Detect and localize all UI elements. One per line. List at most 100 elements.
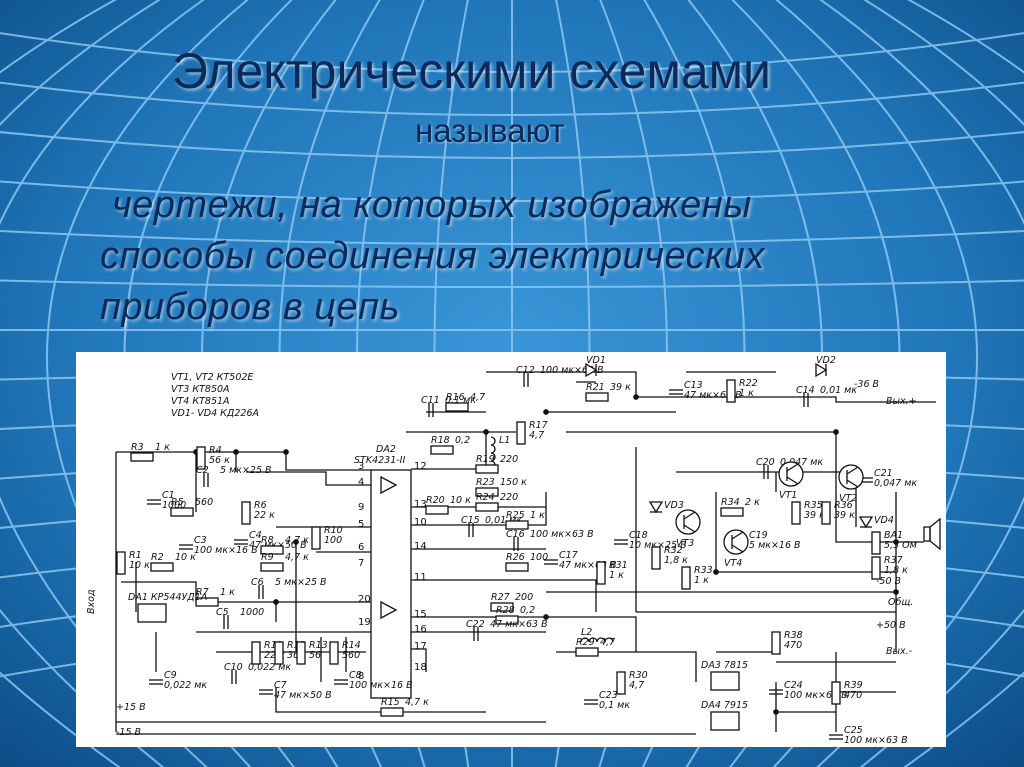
component-value: 4,7 (470, 392, 485, 403)
transistor-label: VT1 (779, 490, 797, 501)
component-name: R22 (739, 378, 758, 389)
component-value: 39 к (804, 510, 825, 521)
component-name: R17 (529, 420, 548, 431)
component-value: 10 к (450, 495, 471, 506)
component-name: R13 (309, 640, 328, 651)
component-value: 1000 (162, 500, 186, 511)
chip-pin-label: 16 (414, 624, 427, 635)
legend-line-4: VD1- VD4 КД226А (171, 408, 259, 419)
component-name: C13 (684, 380, 703, 391)
opamp-symbol-lower (380, 600, 398, 620)
component-value: 1 к (530, 510, 545, 521)
component-name: R7 (196, 587, 209, 598)
chip-pin-label: 11 (414, 572, 427, 583)
legend-line-3: VT4 КТ851А (171, 396, 230, 407)
component-name: R32 (664, 545, 683, 556)
component-value: 0,022 мк (248, 662, 291, 673)
component-value: 100 (530, 552, 548, 563)
component-value: 56 к (209, 455, 230, 466)
component-value: 100 (324, 535, 342, 546)
component-value: 1 к (739, 388, 754, 399)
component-name: R36 (834, 500, 853, 511)
component-name: R19 (476, 454, 495, 465)
component-l1: L1 (490, 435, 510, 470)
opamp-symbol-upper (380, 475, 398, 495)
component-value: 0,047 мк (874, 478, 917, 489)
chip-pin-label: 10 (414, 517, 427, 528)
component-name: R21 (586, 382, 605, 393)
chip-da2-name: DA2 (376, 444, 396, 455)
component-value: 1 к (220, 587, 235, 598)
component-name: R8 (261, 535, 274, 546)
chip-pin-label: 4 (358, 477, 364, 488)
component-value: 200 (515, 592, 533, 603)
chip-pin-label: 20 (358, 594, 371, 605)
component-name: BA1 (884, 530, 903, 541)
component-name: R3 (131, 442, 144, 453)
chip-da2-model: STK4231-II (354, 455, 405, 466)
component-value: 100 мк×63 В (844, 735, 908, 746)
chip-pin-label: 8 (358, 671, 364, 682)
component-value: 0,2 (520, 605, 535, 616)
component-value: 4,7 (529, 430, 544, 441)
component-value: 1 к (609, 570, 624, 581)
component-name: R27 (491, 592, 510, 603)
rail-plus50: +50 В (876, 620, 906, 631)
component-name: R23 (476, 477, 495, 488)
page-title: Электрическими схемами (172, 43, 771, 99)
chip-pin-label: 13 (414, 499, 427, 510)
transistor-vt4: VT4 (723, 529, 749, 569)
component-name: C14 (796, 385, 815, 396)
component-name: R33 (694, 565, 713, 576)
component-name: C11 (421, 395, 440, 406)
component-value: 36 (287, 650, 299, 661)
component-name: R34 (721, 497, 740, 508)
component-value: 0,2 (455, 435, 470, 446)
component-vd1: VD1 (585, 355, 606, 378)
component-value: 10 мк×25 В (629, 540, 687, 551)
chip-da4: DA4 7915 (701, 700, 748, 731)
chip-pin-label: 18 (414, 662, 427, 673)
chip-pin-label: 12 (414, 461, 427, 472)
component-name: R38 (784, 630, 803, 641)
component-value: 4,7 (629, 680, 644, 691)
component-name: VD4 (874, 515, 894, 526)
component-name: R5 (171, 497, 184, 508)
component-name: R30 (629, 670, 648, 681)
component-name: R25 (506, 510, 525, 521)
circuit-schematic: VT1, VT2 КТ502Е VT3 КТ850А VT4 КТ851А VD… (76, 352, 946, 747)
component-name: C24 (784, 680, 803, 691)
transistor-label: VT4 (724, 558, 742, 569)
component-name: L1 (499, 435, 510, 446)
component-c9: C90,022 мк (149, 670, 207, 691)
component-value: 39 к (834, 510, 855, 521)
component-value: 100 мк×63 В (784, 690, 848, 701)
component-name: R18 (431, 435, 450, 446)
legend-line-2: VT3 КТ850А (171, 384, 230, 395)
component-value: 1 к (694, 575, 709, 586)
chip-da3: DA3 7815 (701, 660, 748, 691)
component-name: C18 (629, 530, 648, 541)
component-name: R11 (264, 640, 283, 651)
component-name: VD2 (816, 355, 836, 366)
